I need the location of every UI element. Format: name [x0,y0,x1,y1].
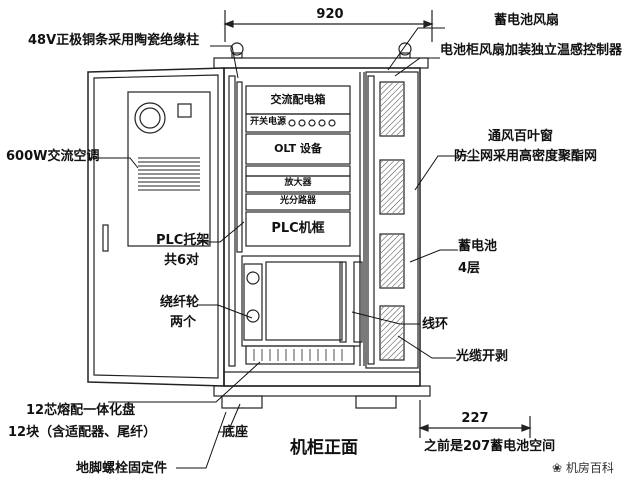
label-wire-ring: 线环 [422,317,449,332]
module-splitter: 光分路器 [279,196,317,206]
label-plc-bracket-count: 共6对 [164,253,200,268]
module-amplifier: 放大器 [284,178,312,188]
label-anchor: 地脚螺栓固定件 [76,461,168,476]
amplifier-box [245,175,351,193]
battery-vent-hatching [381,83,403,359]
spacer-box [245,165,351,177]
label-vent-louver: 通风百叶窗 [488,129,554,144]
label-fiber-wheel-count: 两个 [170,315,197,330]
vertical-bracket [339,261,347,343]
label-plc-bracket: PLC托架 [156,233,210,248]
splice-tray-bar [245,345,355,365]
fiber-panel [265,261,343,341]
base-foot-left [221,395,263,409]
label-copper-insulator: 48V正极铜条采用陶瓷绝缘柱 [28,33,200,48]
battery-rail [367,75,375,365]
lifting-eye-right [398,42,412,59]
cable-clamp [353,261,363,343]
label-battery-layers: 4层 [458,261,481,276]
module-switch: 开关电源 [250,117,287,127]
dimension-227-line [418,400,532,438]
fiber-wheel-column [243,263,263,341]
leader-lines [88,27,468,469]
watermark: ❀ 机房百科 [552,462,614,474]
left-rail [228,75,236,367]
label-battery-fan: 蓄电池风扇 [494,13,560,28]
battery-vent-3 [379,233,405,289]
label-fiber-wheel: 绕纤轮 [160,295,200,310]
switch-power-box [245,113,351,133]
module-plc-frame: PLC机框 [271,221,325,236]
left-rail-2 [236,81,243,253]
watermark-text: 机房百科 [565,461,614,475]
dimension-227: 227 [461,411,489,426]
dimension-920-line [223,10,434,42]
label-battery-space: 之前是207蓄电池空间 [424,439,556,454]
battery-vent-2 [379,159,405,215]
label-base: 底座 [222,425,249,440]
label-temp-controller: 电池柜风扇加装独立温感控制器 [440,43,623,58]
label-aircon: 600W交流空调 [6,149,100,164]
switch-power-knobs [288,119,336,127]
label-dust-filter: 防尘网采用高密度聚酯网 [454,149,598,164]
plc-frame-box [245,211,351,247]
olt-device-box [245,133,351,165]
label-splice-tray: 12芯熔配一体化盘 [26,403,136,418]
module-ac-distribution: 交流配电箱 [270,93,326,106]
label-cable-strip: 光缆开剥 [456,349,509,364]
door-handle [102,224,109,252]
cabinet-bottom-strip [223,371,421,387]
aircon-grille [138,157,200,191]
watermark-logo-icon: ❀ [552,461,566,475]
base-foot-right [355,395,397,409]
battery-vent-1 [379,81,405,137]
label-splice-tray-count: 12块（含适配器、尾纤） [8,425,157,440]
splitter-box [245,193,351,211]
label-battery: 蓄电池 [458,239,498,254]
battery-vent-4 [379,305,405,361]
module-olt: OLT 设备 [274,142,322,155]
splice-tray-slots [253,349,343,361]
cabinet-base [213,385,431,397]
caption-front-view: 机柜正面 [290,438,358,458]
battery-compartment [365,71,419,369]
dimension-920: 920 [316,7,344,22]
